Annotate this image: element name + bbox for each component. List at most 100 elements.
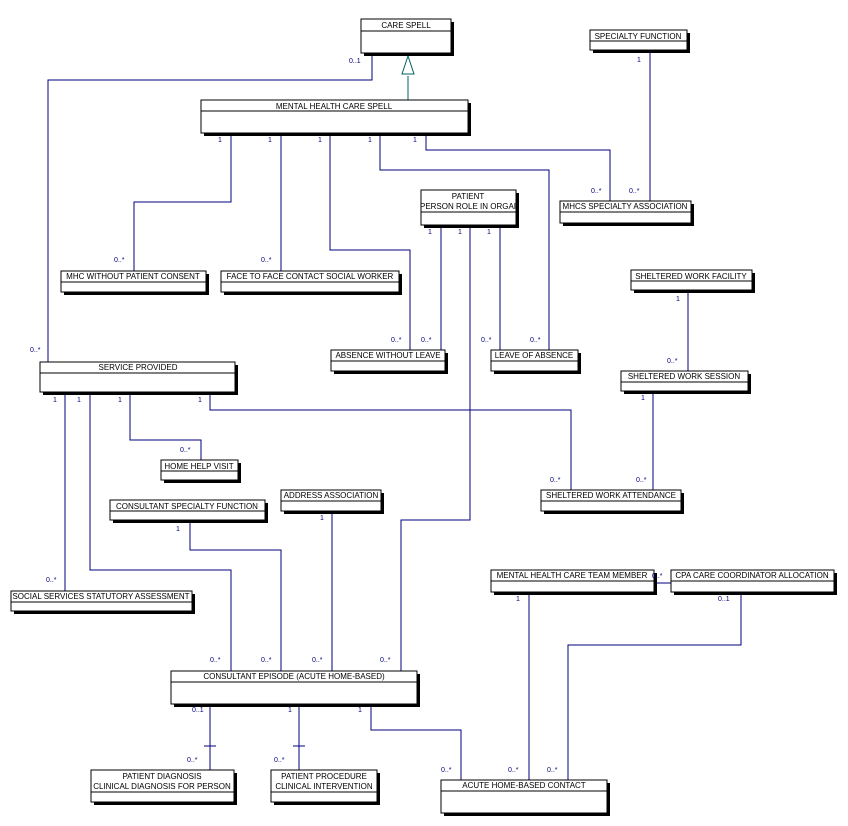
multiplicity-label: 1 [198,397,202,404]
class-name: SHELTERED WORK ATTENDANCE [546,491,676,500]
relation-patient-consultant-episode [400,225,471,671]
class-name: CONSULTANT EPISODE (ACUTE HOME-BASED) [203,672,385,681]
multiplicity-label: 0..* [261,657,272,664]
multiplicity-label: 1 [458,229,462,236]
class-name: MENTAL HEALTH CARE TEAM MEMBER [497,571,648,580]
multiplicity-label: 0..* [261,257,272,264]
relation-mhcs-absence [329,133,411,350]
class-name: SPECIALTY FUNCTION [595,32,682,41]
relation-csf-consultant-episode [189,521,282,671]
class-consultant-episode[interactable]: CONSULTANT EPISODE (ACUTE HOME-BASED) [170,670,420,707]
multiplicity-label: 1 [413,137,417,144]
multiplicity-label: 1 [637,57,641,64]
class-patient[interactable]: PATIENT PERSON ROLE IN ORGAI [420,189,519,228]
multiplicity-labels: 0..1 1 0..* 0..* 1 1 1 1 1 0..* 0..* 1 1… [30,57,730,774]
class-sheltered-work-attendance[interactable]: SHELTERED WORK ATTENDANCE [540,489,684,514]
class-consultant-specialty-function[interactable]: CONSULTANT SPECIALTY FUNCTION [109,499,268,523]
class-name: SHELTERED WORK SESSION [628,372,741,381]
class-name: SERVICE PROVIDED [99,363,178,372]
relation-mhcs-leave [379,133,550,350]
class-name: CLINICAL INTERVENTION [275,782,373,791]
class-name: PERSON ROLE IN ORGAI [420,202,516,211]
class-name: CARE SPELL [381,21,431,30]
multiplicity-label: 0..* [636,477,647,484]
class-social-services-statutory-assessment[interactable]: SOCIAL SERVICES STATUTORY ASSESSMENT [10,590,195,614]
class-name: PATIENT DIAGNOSIS [122,772,201,781]
multiplicity-label: 0..1 [192,707,204,714]
class-name: MENTAL HEALTH CARE SPELL [276,102,393,111]
multiplicity-label: 0..* [380,657,391,664]
multiplicity-label: 0..* [591,188,602,195]
class-face-to-face-contact-social-worker[interactable]: FACE TO FACE CONTACT SOCIAL WORKER [220,270,402,295]
class-name: PATIENT PROCEDURE [281,772,367,781]
multiplicity-label: 0..* [530,337,541,344]
class-leave-of-absence[interactable]: LEAVE OF ABSENCE [490,349,581,374]
class-address-association[interactable]: ADDRESS ASSOCIATION [280,489,384,514]
multiplicity-label: 1 [176,526,180,533]
multiplicity-label: 1 [676,296,680,303]
multiplicity-label: 0..* [210,657,221,664]
class-name: SOCIAL SERVICES STATUTORY ASSESSMENT [12,592,189,601]
class-sheltered-work-facility[interactable]: SHELTERED WORK FACILITY [630,269,755,293]
multiplicity-label: 1 [288,707,292,714]
multiplicity-label: 0..* [312,657,323,664]
multiplicity-label: 1 [320,515,324,522]
class-mental-health-care-team-member[interactable]: MENTAL HEALTH CARE TEAM MEMBER [490,569,657,595]
class-name: CLINICAL DIAGNOSIS FOR PERSON [93,782,231,791]
class-mhc-without-patient-consent[interactable]: MHC WITHOUT PATIENT CONSENT [60,270,209,295]
class-cpa-care-coordinator-allocation[interactable]: CPA CARE COORDINATOR ALLOCATION [670,569,837,595]
generalization-arrowhead [401,54,415,75]
class-name: PATIENT [452,192,485,201]
multiplicity-label: 0..* [46,577,57,584]
multiplicity-label: 1 [77,397,81,404]
class-absence-without-leave[interactable]: ABSENCE WITHOUT LEAVE [330,349,448,374]
class-home-help-visit[interactable]: HOME HELP VISIT [160,459,241,483]
class-patient-diagnosis[interactable]: PATIENT DIAGNOSIS CLINICAL DIAGNOSIS FOR… [90,769,237,805]
multiplicity-label: 0..1 [349,58,361,65]
multiplicity-label: 0..* [481,337,492,344]
class-name: FACE TO FACE CONTACT SOCIAL WORKER [227,272,394,281]
class-patient-procedure[interactable]: PATIENT PROCEDURE CLINICAL INTERVENTION [270,769,380,805]
multiplicity-label: 1 [53,397,57,404]
relation-cpa-contact [567,593,742,780]
class-name: CPA CARE COORDINATOR ALLOCATION [675,571,828,580]
multiplicity-label: 0..1 [718,596,730,603]
multiplicity-label: 0..* [180,447,191,454]
class-acute-home-based-contact[interactable]: ACUTE HOME-BASED CONTACT [440,779,610,816]
multiplicity-label: 0..* [629,188,640,195]
class-name: MHC WITHOUT PATIENT CONSENT [66,272,200,281]
relation-care-spell-service-provided [47,54,373,362]
class-name: CONSULTANT SPECIALTY FUNCTION [116,502,258,511]
class-mental-health-care-spell[interactable]: MENTAL HEALTH CARE SPELL [200,99,471,136]
multiplicity-label: 0..* [441,767,452,774]
multiplicity-label: 0..* [550,477,561,484]
multiplicity-label: 1 [318,137,322,144]
class-specialty-function[interactable]: SPECIALTY FUNCTION [589,29,690,53]
multiplicity-label: 0..* [391,337,402,344]
multiplicity-label: 0..* [30,347,41,354]
multiplicity-label: 1 [516,596,520,603]
multiplicity-label: 0..* [421,337,432,344]
multiplicity-label: 0..* [652,573,663,580]
multiplicity-label: 1 [218,137,222,144]
class-mhcs-specialty-association[interactable]: MHCS SPECIALTY ASSOCIATION [559,200,694,226]
multiplicity-label: 1 [268,137,272,144]
relation-service-consultant-episode [89,392,232,671]
multiplicity-label: 1 [368,137,372,144]
multiplicity-label: 1 [487,229,491,236]
relationship-lines [47,52,742,780]
class-name: ACUTE HOME-BASED CONTACT [462,781,586,790]
multiplicity-label: 1 [428,229,432,236]
relation-mhcs-mhcs-assoc [425,133,611,201]
multiplicity-label: 0..* [187,757,198,764]
class-name: MHCS SPECIALTY ASSOCIATION [563,202,688,211]
relation-service-attendance [209,392,572,490]
class-name: LEAVE OF ABSENCE [495,351,574,360]
class-care-spell[interactable]: CARE SPELL [360,18,454,56]
relation-episode-contact [370,704,462,780]
multiplicity-label: 0..* [667,358,678,365]
class-service-provided[interactable]: SERVICE PROVIDED [39,361,238,395]
relation-mhcs-mhc-consent [133,133,232,271]
class-sheltered-work-session[interactable]: SHELTERED WORK SESSION [620,370,751,394]
